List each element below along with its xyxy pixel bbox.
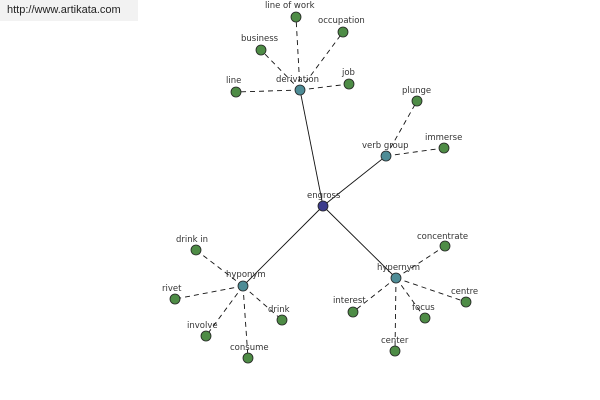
word-label-interest: interest bbox=[333, 296, 366, 306]
edge-hyponym-consume bbox=[242, 285, 249, 359]
word-label-focus: focus bbox=[412, 303, 435, 313]
word-node-plunge[interactable] bbox=[411, 95, 423, 107]
word-label-concentrate: concentrate bbox=[417, 232, 468, 242]
word-label-drink-in: drink in bbox=[176, 235, 208, 245]
edge-hyponym-drink-in bbox=[195, 249, 244, 287]
word-label-business: business bbox=[241, 34, 279, 44]
relation-node-hypernym[interactable] bbox=[390, 272, 402, 284]
word-node-line-of-work[interactable] bbox=[290, 11, 302, 23]
edge-derivation-occupation bbox=[299, 31, 344, 91]
relation-label-verb-group: verb group bbox=[362, 141, 409, 151]
word-label-line-of-work: line of work bbox=[265, 1, 315, 11]
word-node-center[interactable] bbox=[389, 345, 401, 357]
word-node-involve[interactable] bbox=[200, 330, 212, 342]
edge-hypernym-concentrate bbox=[395, 245, 446, 279]
graph-edges bbox=[174, 16, 467, 359]
edge-verb-group bbox=[322, 155, 387, 207]
word-node-immerse[interactable] bbox=[438, 142, 450, 154]
edge-verb-group-plunge bbox=[385, 100, 418, 157]
word-node-occupation[interactable] bbox=[337, 26, 349, 38]
relation-node-derivation[interactable] bbox=[294, 84, 306, 96]
source-url-watermark[interactable]: http://www.artikata.com bbox=[0, 0, 138, 21]
relation-label-hyponym: hyponym bbox=[226, 270, 266, 280]
word-node-job[interactable] bbox=[343, 78, 355, 90]
edge-verb-group-immerse bbox=[385, 147, 445, 157]
word-label-center: center bbox=[381, 336, 409, 346]
word-node-centre[interactable] bbox=[460, 296, 472, 308]
relation-label-derivation: derivation bbox=[276, 75, 319, 85]
edge-hyponym-involve bbox=[205, 285, 244, 337]
word-label-rivet: rivet bbox=[162, 284, 182, 294]
word-label-immerse: immerse bbox=[425, 133, 462, 143]
word-label-occupation: occupation bbox=[318, 16, 365, 26]
word-label-consume: consume bbox=[230, 343, 269, 353]
edge-derivation-business bbox=[260, 49, 301, 91]
word-label-plunge: plunge bbox=[402, 86, 431, 96]
relation-node-hyponym[interactable] bbox=[237, 280, 249, 292]
edge-hyponym-rivet bbox=[174, 285, 244, 300]
word-node-drink[interactable] bbox=[276, 314, 288, 326]
word-node-line[interactable] bbox=[230, 86, 242, 98]
word-node-concentrate[interactable] bbox=[439, 240, 451, 252]
edge-hypernym-centre bbox=[395, 277, 467, 303]
word-node-business[interactable] bbox=[255, 44, 267, 56]
word-label-involve: involve bbox=[187, 321, 218, 331]
root-node-label: engross bbox=[307, 191, 341, 201]
word-node-consume[interactable] bbox=[242, 352, 254, 364]
edge-derivation-line-of-work bbox=[295, 16, 301, 91]
word-label-line: line bbox=[226, 76, 241, 86]
edge-hypernym-center bbox=[394, 277, 397, 352]
edge-hypernym bbox=[322, 205, 397, 279]
word-node-rivet[interactable] bbox=[169, 293, 181, 305]
edge-derivation bbox=[299, 89, 324, 207]
word-node-interest[interactable] bbox=[347, 306, 359, 318]
word-node-drink-in[interactable] bbox=[190, 244, 202, 256]
word-label-drink: drink bbox=[268, 305, 290, 315]
word-node-focus[interactable] bbox=[419, 312, 431, 324]
root-node-engross[interactable] bbox=[317, 200, 329, 212]
edge-hypernym-interest bbox=[352, 277, 397, 313]
edge-derivation-line bbox=[235, 89, 301, 93]
word-label-centre: centre bbox=[451, 287, 478, 297]
word-label-job: job bbox=[341, 68, 355, 78]
edge-hyponym bbox=[242, 205, 324, 287]
relation-label-hypernym: hypernym bbox=[377, 263, 420, 273]
relation-node-verb-group[interactable] bbox=[380, 150, 392, 162]
graph-nodes bbox=[169, 11, 472, 364]
